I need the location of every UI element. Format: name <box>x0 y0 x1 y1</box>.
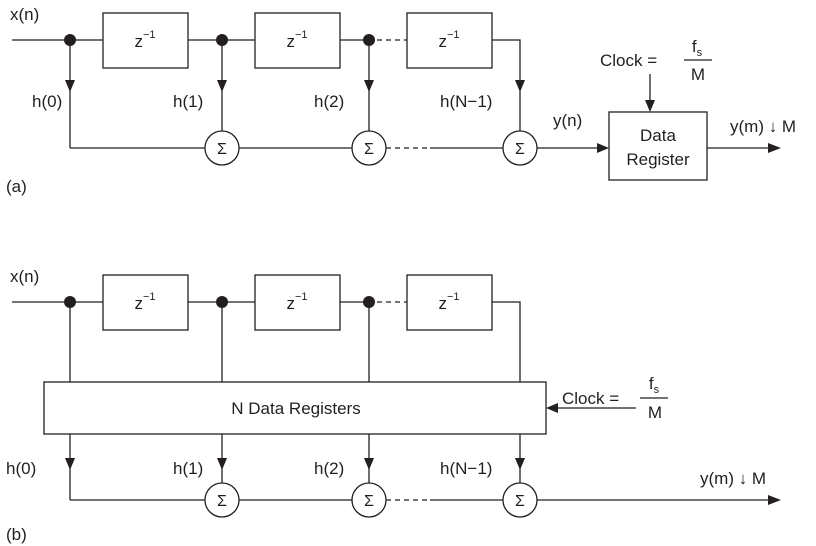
clock-label-a: Clock = <box>600 51 657 70</box>
n-data-registers <box>43 381 547 435</box>
tap-arrow-b-1 <box>217 458 227 470</box>
decimated-output-a: y(m) ↓ M <box>730 117 796 136</box>
clock-numerator-b: fs <box>649 374 660 396</box>
tap-arrow-a-3 <box>515 80 525 92</box>
delay-box-b-3 <box>406 274 493 331</box>
summer-b-2-symbol: Σ <box>364 493 374 510</box>
wire-a-last-tap <box>492 39 521 85</box>
tap-label-a-0: h(0) <box>32 92 62 111</box>
clock-arrow-a <box>645 100 655 112</box>
summer-b-1 <box>204 482 240 518</box>
diagram-a: x(n) z−1 z−1 z−1 h(0) h(1 <box>6 5 796 196</box>
panel-label-a: (a) <box>6 177 27 196</box>
delay-label-a-3: z−1 <box>438 29 459 51</box>
clock-denominator-b: M <box>648 403 662 422</box>
summer-a-3-symbol: Σ <box>515 141 525 158</box>
register-label-a-2: Register <box>626 150 690 169</box>
clock-denominator-a: M <box>691 65 705 84</box>
delay-label-a-2: z−1 <box>286 29 307 51</box>
arrow-b-out <box>768 495 781 505</box>
tap-label-b-2: h(2) <box>314 459 344 478</box>
delay-label-b-3: z−1 <box>438 291 459 313</box>
delay-box-b-2 <box>254 274 341 331</box>
tap-arrow-a-0 <box>65 80 75 92</box>
input-label-b: x(n) <box>10 267 39 286</box>
clock-label-b: Clock = <box>562 389 619 408</box>
tap-arrow-b-0 <box>65 458 75 470</box>
delay-box-a-3 <box>406 12 493 69</box>
tap-arrow-b-3 <box>515 458 525 470</box>
tap-arrow-a-1 <box>217 80 227 92</box>
tap-label-b-1: h(1) <box>173 459 203 478</box>
summer-a-1 <box>204 130 240 166</box>
tap-arrow-b-2 <box>364 458 374 470</box>
wire-b-last-tap <box>492 301 521 382</box>
decimated-output-b: y(m) ↓ M <box>700 469 766 488</box>
registers-label-b: N Data Registers <box>231 399 360 418</box>
delay-label-b-2: z−1 <box>286 291 307 313</box>
register-label-a-1: Data <box>640 126 676 145</box>
delay-label-b-1: z−1 <box>134 291 155 313</box>
diagram-b: x(n) z−1 z−1 z−1 N Data Registers Clock <box>6 267 781 544</box>
summer-b-3-symbol: Σ <box>515 493 525 510</box>
arrow-a-yn <box>597 143 609 153</box>
summer-b-2 <box>351 482 387 518</box>
summer-a-1-symbol: Σ <box>217 141 227 158</box>
summer-a-2-symbol: Σ <box>364 141 374 158</box>
tap-label-a-1: h(1) <box>173 92 203 111</box>
tap-arrow-a-2 <box>364 80 374 92</box>
summer-b-1-symbol: Σ <box>217 493 227 510</box>
clock-numerator-a: fs <box>692 37 703 59</box>
clock-arrow-b <box>546 403 558 413</box>
input-label-a: x(n) <box>10 5 39 24</box>
panel-label-b: (b) <box>6 525 27 544</box>
delay-label-a-1: z−1 <box>134 29 155 51</box>
arrow-a-out <box>768 143 781 153</box>
delay-box-a-2 <box>254 12 341 69</box>
tap-label-a-3: h(N−1) <box>440 92 492 111</box>
output-label-a: y(n) <box>553 111 582 130</box>
delay-box-b-1 <box>102 274 189 331</box>
data-register-a <box>608 111 708 181</box>
summer-a-2 <box>351 130 387 166</box>
tap-label-a-2: h(2) <box>314 92 344 111</box>
tap-label-b-3: h(N−1) <box>440 459 492 478</box>
tap-label-b-0: h(0) <box>6 459 36 478</box>
